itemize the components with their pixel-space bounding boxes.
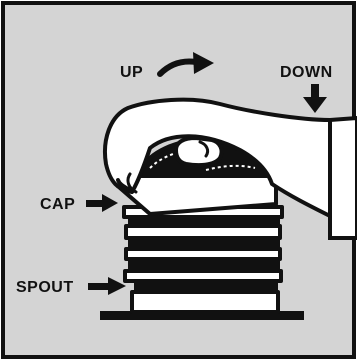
spout-label: SPOUT [16,279,74,296]
up-label: UP [120,64,143,81]
down-label: DOWN [280,64,333,81]
sleeve [330,118,357,238]
cap-label: CAP [40,196,75,213]
spout-body [124,207,282,312]
